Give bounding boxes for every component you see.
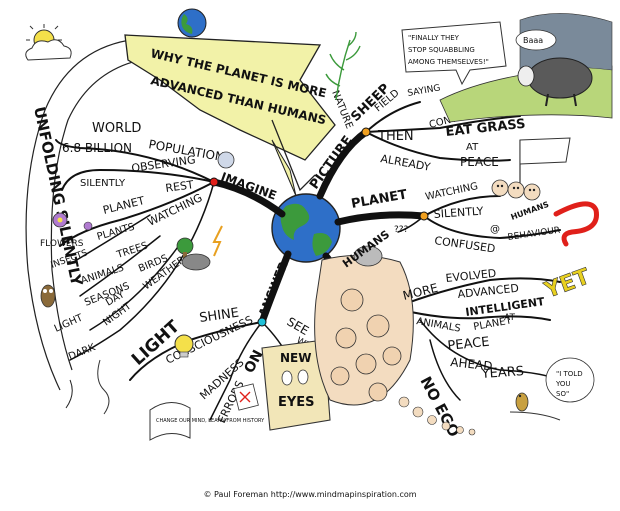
unfolding-band: [25, 39, 141, 409]
told-line2: YOU: [555, 380, 571, 388]
faces-trail: [398, 396, 476, 436]
imagine-node: [209, 177, 219, 187]
then-label: THEN: [377, 129, 414, 144]
humans-small-label: HUMANS: [510, 200, 551, 222]
advanced-label: ADVANCED: [457, 282, 520, 301]
owl-icon: [40, 284, 56, 308]
watching-faces-icon: [491, 179, 541, 201]
sheep-field-scene: [439, 13, 613, 123]
question-marks: ???: [394, 225, 409, 235]
world-label: WORLD: [92, 121, 141, 136]
planet-main-label: PLANET: [350, 187, 408, 212]
title-banner: [124, 34, 336, 197]
years-label: YEARS: [480, 364, 524, 382]
ahead-label: AHEAD: [450, 355, 493, 373]
evolved-label: EVOLVED: [445, 267, 497, 285]
error-paper-icon: [233, 383, 259, 411]
silently-label: SILENTLY: [80, 178, 126, 189]
answer-node: [257, 317, 267, 327]
sun-cloud-icon: [25, 24, 72, 61]
silently-right-label: SILENTLY: [433, 205, 484, 221]
bubble-icon: [217, 151, 235, 169]
speech-line2: STOP SQUABBLING: [408, 46, 475, 54]
white-flag-icon: [519, 137, 571, 190]
yet-label: YET: [541, 264, 594, 304]
flower-icon: [52, 212, 93, 231]
sheep-speech-bubble: [401, 21, 507, 86]
picture-node: [361, 127, 371, 137]
told-you-bubble: [545, 357, 595, 403]
new-eyes-sign: [261, 339, 331, 431]
humans-at-label: AT: [504, 313, 515, 323]
book-icon: [149, 402, 191, 441]
new-label: NEW: [280, 351, 311, 365]
humans-peace-label: PEACE: [447, 335, 490, 354]
central-globe-icon: [271, 193, 341, 263]
flowers-label: FLOWERS: [40, 239, 84, 249]
told-line3: SO": [556, 390, 569, 398]
animals-right-label: ANIMALS: [415, 316, 461, 335]
saying-label: SAYING: [407, 83, 441, 99]
planet-node: [419, 211, 429, 221]
red-squiggle-icon: [553, 201, 599, 247]
rest-label: REST: [165, 178, 195, 195]
planet-at-label: @: [490, 224, 500, 235]
see-label: SEE: [285, 314, 312, 338]
bird-icon: [509, 392, 561, 421]
baaa-label: Baaa: [523, 36, 543, 45]
speech-line1: "FINALLY THEY: [408, 34, 460, 42]
already-label: ALREADY: [379, 152, 431, 174]
storm-cloud-icon: [181, 225, 223, 271]
eyes-label: EYES: [278, 395, 315, 410]
behaviour-label: BEHAVIOUR: [507, 226, 561, 243]
picture-at-label: AT: [466, 142, 479, 153]
answer-label: ANSWER: [256, 259, 291, 319]
billion-label: 6.8 BILLION: [62, 141, 132, 155]
crowd-illustration: [314, 245, 414, 406]
lightbulb-icon: [174, 334, 194, 358]
tail-curl: [97, 359, 110, 415]
speech-line3: AMONG THEMSELVES!": [408, 58, 489, 66]
dark-label: DARK: [67, 342, 97, 363]
credit-line: © Paul Foreman http://www.mindmapinspira…: [203, 490, 417, 499]
watching-label: WATCHING: [146, 191, 205, 229]
shine-label: SHINE: [198, 306, 240, 326]
small-globe-icon: [177, 8, 207, 38]
told-line1: "I TOLD: [556, 370, 583, 378]
plant-sprig-icon: [325, 31, 361, 101]
baaa-bubble: [515, 29, 557, 51]
book-text: CHANGE OUR MIND, LEARN FROM HISTORY: [156, 418, 265, 424]
picture-peace-label: PEACE: [460, 155, 499, 169]
